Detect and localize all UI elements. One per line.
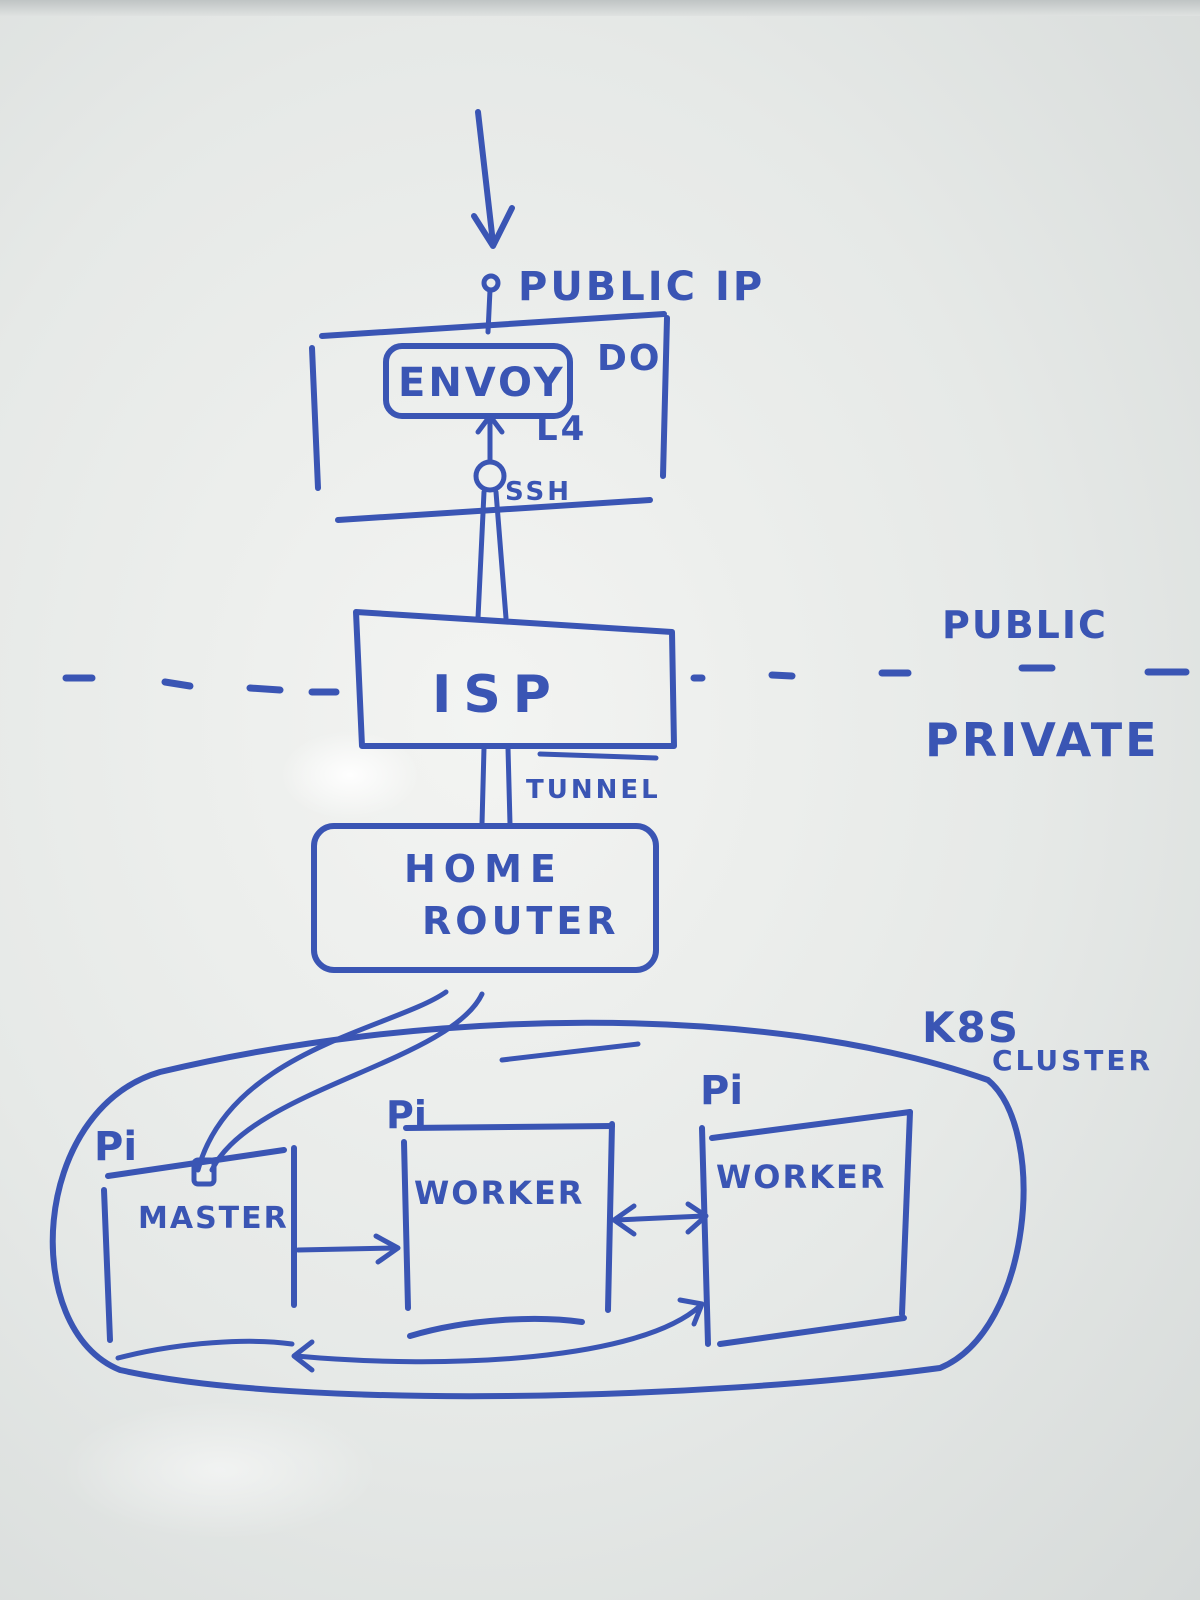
home-router-label-line2: ROUTER (422, 899, 620, 943)
master-port (191, 1157, 217, 1187)
master-to-worker1-arrowhead (373, 1233, 401, 1265)
ssh-tunnel-left (475, 489, 487, 621)
master-worker2-arrowhead-right (677, 1297, 705, 1327)
master-node-baseline (115, 1338, 295, 1361)
isp-box (353, 609, 677, 749)
whiteboard-frame (0, 0, 1200, 16)
incoming-traffic-arrow (475, 109, 496, 246)
tunnel-underline (537, 751, 659, 761)
public-private-boundary (62, 664, 1190, 696)
k8s-cluster-outline (49, 1019, 1027, 1400)
incoming-arrowhead (471, 205, 515, 249)
do-box-left (309, 345, 321, 491)
router-master-link-2 (209, 991, 485, 1173)
pi-label-worker-2: Pi (700, 1068, 743, 1114)
public-zone-label: PUBLIC (942, 603, 1108, 647)
envoy-box (383, 343, 573, 419)
public-ip-label: PUBLIC IP (518, 264, 765, 310)
isp-label: ISP (432, 665, 563, 725)
do-box-right (660, 315, 670, 479)
master-node-box (101, 1145, 297, 1343)
worker1-worker2-arrow (613, 1213, 707, 1223)
do-droplet-box (309, 311, 670, 523)
light-glare-bottom (60, 1400, 380, 1540)
pi-label-master: Pi (94, 1124, 137, 1170)
k8s-underline (499, 1041, 641, 1063)
master-worker2-arrowhead-left (291, 1339, 315, 1373)
master-worker2-arrow (293, 1303, 703, 1365)
tunnel-left (479, 745, 487, 827)
do-box-bottom (335, 497, 653, 523)
worker-1-node-box (401, 1121, 615, 1339)
router-master-link-1 (195, 989, 449, 1173)
ssh-endpoint (473, 459, 507, 493)
master-to-worker1-arrow (295, 1245, 399, 1253)
home-router-label-line1: HOME (404, 847, 564, 891)
worker1-worker2-arrowhead-right (685, 1201, 709, 1235)
do-label: DO (597, 338, 662, 379)
k8s-label: K8S (922, 1003, 1020, 1052)
do-box-top (319, 311, 667, 339)
ssh-tunnel-right (493, 489, 509, 621)
l4-label: L4 (536, 409, 587, 449)
worker-1-label: WORKER (414, 1174, 584, 1212)
l4-arrowhead (475, 413, 505, 435)
envoy-label: ENVOY (398, 360, 566, 406)
tunnel-right (505, 745, 513, 827)
tunnel-label: TUNNEL (526, 775, 661, 805)
ssh-label: SSH (505, 477, 572, 507)
private-zone-label: PRIVATE (925, 713, 1160, 767)
worker-2-label: WORKER (716, 1158, 886, 1196)
cluster-label: CLUSTER (992, 1044, 1153, 1077)
master-label: MASTER (138, 1201, 289, 1236)
worker-2-node-box (699, 1109, 913, 1347)
worker1-worker2-arrowhead-left (611, 1203, 637, 1237)
home-router-box (311, 823, 659, 973)
